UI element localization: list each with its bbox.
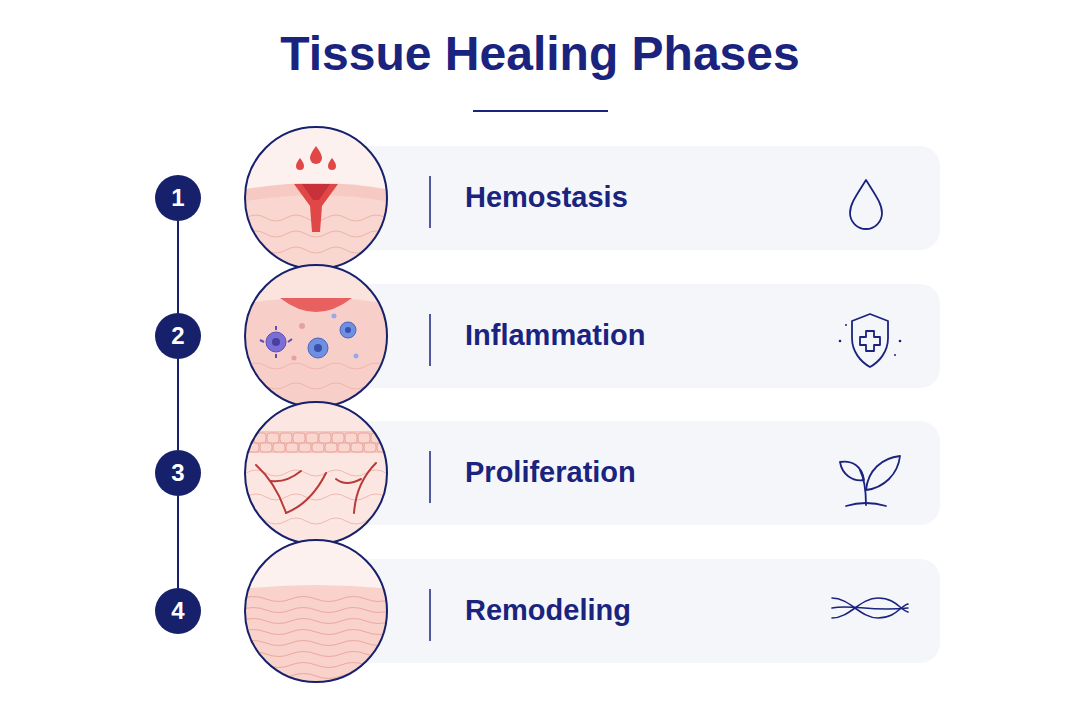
timeline-line [178,359,179,450]
drop-icon [850,180,882,229]
diagram-title: Tissue Healing Phases [0,26,1080,81]
phase-name: Hemostasis [465,182,628,214]
step-number-circle: 2 [155,313,201,359]
step-number-circle: 3 [155,450,201,496]
inflammation-illustration [241,261,391,411]
shield-icon [839,314,902,367]
step-number: 3 [171,461,184,485]
proliferation-illustration [241,398,402,548]
hemostasis-illustration [241,123,391,273]
remodeling-illustration [241,536,391,686]
sprout-icon [840,456,900,506]
fiber-icon [832,598,908,618]
phase-band: Remodeling [316,559,940,663]
step-number: 4 [171,599,184,623]
step-number: 2 [171,324,184,348]
phase-band: Proliferation [316,421,940,525]
step-number-circle: 1 [155,175,201,221]
phase-band: Hemostasis [316,146,940,250]
phase-band: Inflammation [316,284,940,388]
step-number: 1 [171,186,184,210]
timeline-line [178,221,179,313]
step-number-circle: 4 [155,588,201,634]
timeline-line [178,496,179,588]
dividers [429,176,431,641]
phase-name: Remodeling [465,595,631,627]
phase-name: Inflammation [465,320,645,352]
title-underline [473,110,608,112]
phase-name: Proliferation [465,457,636,489]
